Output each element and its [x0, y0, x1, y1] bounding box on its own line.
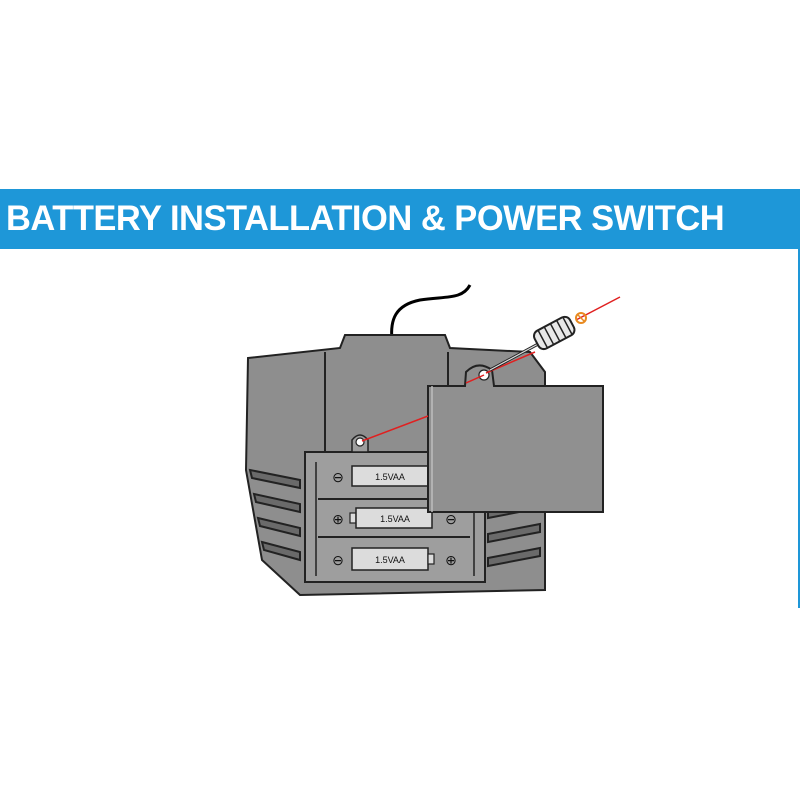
screw-icon: [575, 312, 587, 324]
battery-3-negative-symbol: ⊖: [332, 552, 344, 568]
page-title: BATTERY INSTALLATION & POWER SWITCH: [6, 199, 725, 238]
battery-3-label: 1.5VAA: [375, 555, 405, 565]
battery-2-negative-symbol: ⊖: [445, 511, 457, 527]
title-banner: BATTERY INSTALLATION & POWER SWITCH: [0, 189, 800, 249]
battery-1-negative-symbol: ⊖: [332, 469, 344, 485]
alignment-indicator: [361, 296, 621, 442]
power-cable: [390, 284, 472, 341]
battery-3-terminal: [427, 553, 435, 565]
battery-1-label: 1.5VAA: [375, 472, 405, 482]
screw-boss: [351, 434, 369, 453]
left-vents: [248, 468, 301, 562]
battery-2-label: 1.5VAA: [380, 514, 410, 524]
battery-slot-2: ⊕ 1.5VAA ⊖: [332, 507, 457, 529]
battery-cover: [427, 364, 604, 513]
battery-slot-1: ⊖ 1.5VAA: [332, 465, 429, 487]
diagram-panel: [0, 249, 800, 608]
screwdriver-icon: [489, 315, 576, 372]
battery-2-terminal: [349, 512, 357, 524]
battery-slot-3: ⊖ 1.5VAA ⊕: [332, 547, 457, 571]
battery-2-positive-symbol: ⊕: [332, 511, 344, 527]
battery-2: [355, 507, 433, 529]
battery-3-positive-symbol: ⊕: [445, 552, 457, 568]
